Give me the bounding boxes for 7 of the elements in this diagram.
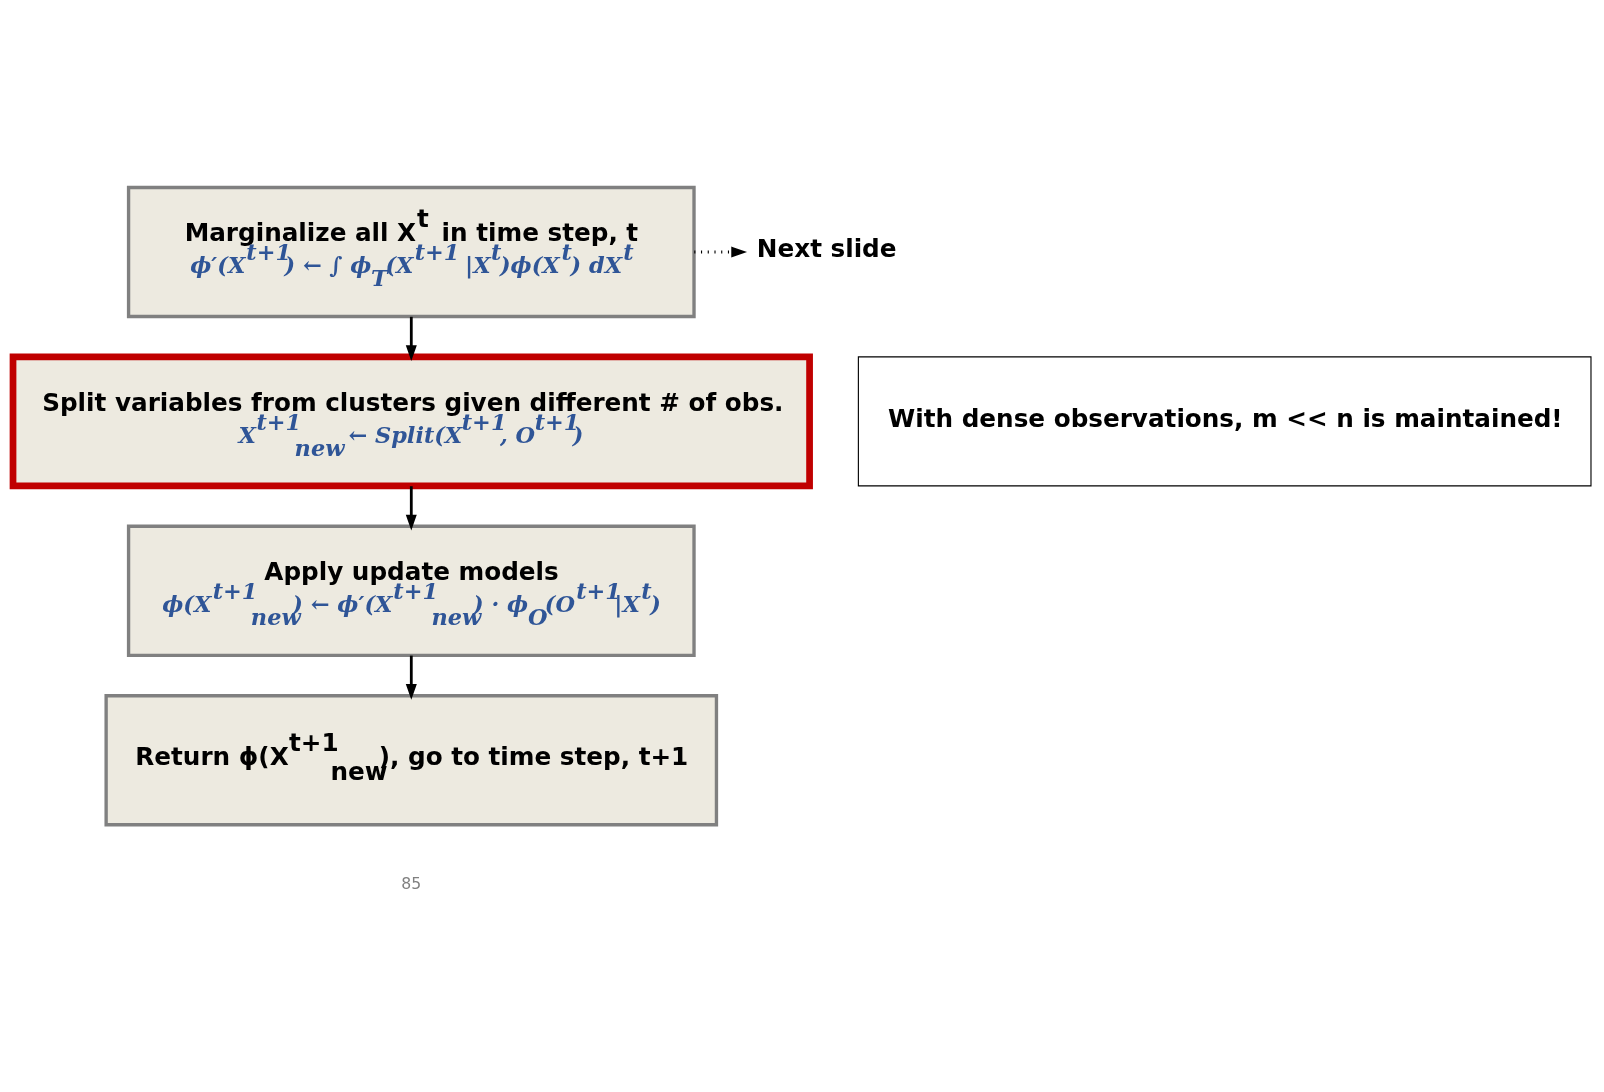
node-text: Next slide [756,233,897,263]
arrow [405,316,417,361]
label: 85 [401,873,422,893]
arrow [694,246,747,257]
node-box: With dense observations, m << n is maintained! [857,355,1592,486]
arrow [405,485,417,530]
arrow [405,655,417,700]
